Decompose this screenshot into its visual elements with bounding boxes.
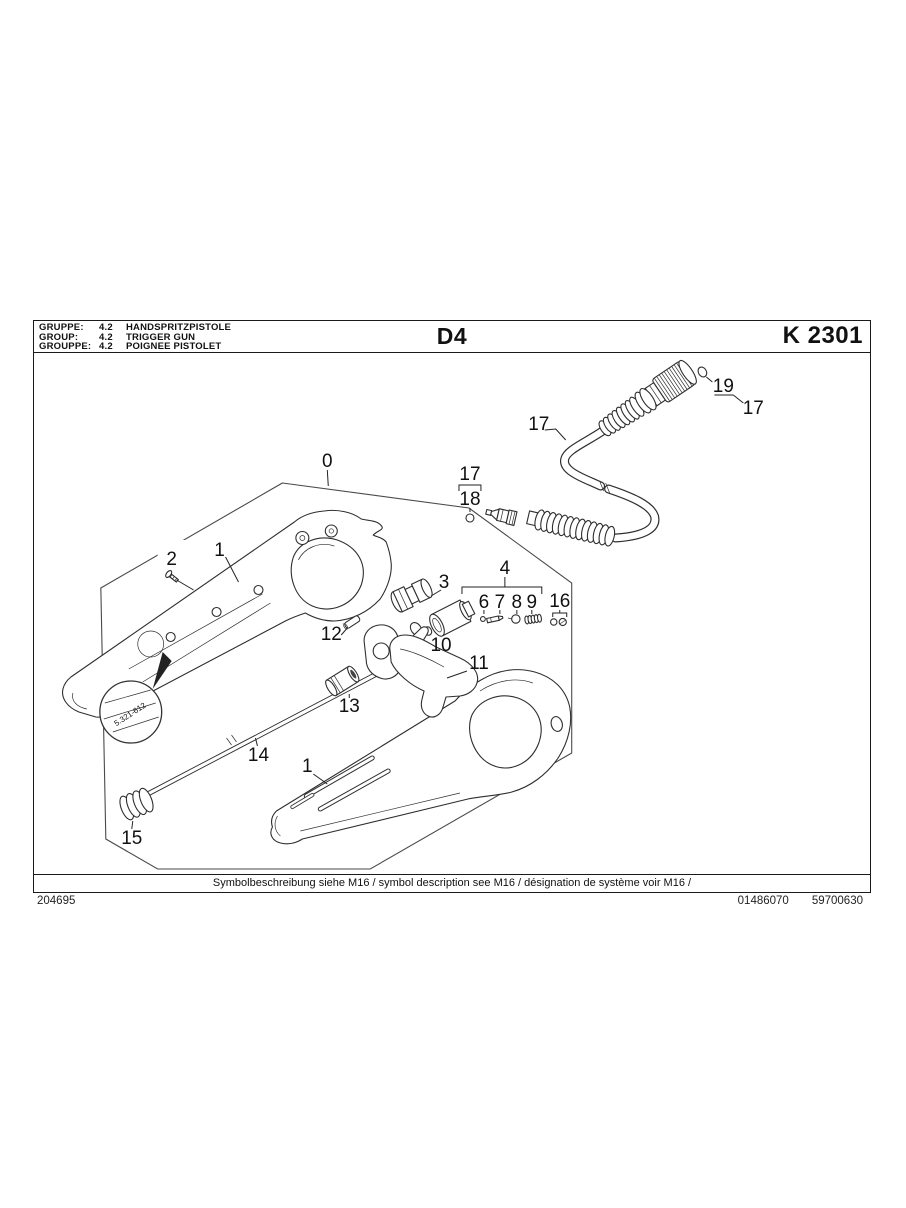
callout-labels: 0 1 2 3 4 6 7 8 9 16 10 11 12 13 14 1 15 [121, 376, 764, 849]
group-label-fr: GROUPPE: [39, 341, 92, 353]
callout-16: 16 [549, 591, 570, 612]
doc-number-left: 204695 [37, 895, 76, 907]
callout-15: 15 [121, 828, 142, 849]
hose-assembly [465, 359, 708, 547]
kit-16-parts [550, 617, 567, 627]
callout-1-lower: 1 [302, 756, 313, 777]
callout-10: 10 [430, 635, 451, 656]
group-name-fr: POIGNEE PISTOLET [126, 341, 222, 353]
callout-8: 8 [512, 592, 523, 613]
hose-guard-lower [526, 509, 616, 547]
callout-1-upper: 1 [214, 540, 225, 561]
needle-7 [486, 615, 504, 624]
callout-17-coupling: 17 [743, 398, 764, 419]
callout-6: 6 [479, 592, 490, 613]
group-code-de: 4.2 [99, 322, 113, 333]
bushing-13 [325, 665, 360, 697]
group-name-en: TRIGGER GUN [126, 331, 196, 343]
fitting-3 [390, 578, 433, 613]
sheet-frame: GRUPPE: 4.2 HANDSPRITZPISTOLE GROUP: 4.2… [33, 320, 871, 893]
sheet-code: D4 [436, 323, 468, 349]
group-label-en: GROUP: [39, 331, 79, 343]
callout-9: 9 [527, 592, 538, 613]
group-name-de: HANDSPRITZPISTOLE [126, 322, 232, 333]
callout-0: 0 [322, 451, 333, 472]
symbol-note: Symbolbeschreibung siehe M16 / symbol de… [34, 874, 870, 892]
header-band: GRUPPE: 4.2 HANDSPRITZPISTOLE GROUP: 4.2… [34, 321, 870, 353]
callout-18: 18 [459, 489, 480, 510]
diagram-area: 5.321-612 [34, 353, 870, 874]
callout-3: 3 [439, 572, 450, 593]
doc-numbers-right: 01486070 59700630 [738, 895, 863, 907]
model-code: K 2301 [782, 322, 863, 349]
doc-number-right-b: 59700630 [811, 895, 863, 907]
oring-6 [479, 616, 486, 622]
ball-8 [507, 614, 521, 624]
callout-17-hose-upper: 17 [528, 414, 549, 435]
detail-arrow [152, 652, 172, 689]
callout-19: 19 [713, 376, 734, 397]
spring-15 [119, 787, 154, 821]
lower-housing [270, 669, 572, 845]
coupling-connector [598, 359, 697, 437]
group-title-block: GRUPPE: 4.2 HANDSPRITZPISTOLE GROUP: 4.2… [39, 323, 231, 352]
spring-9 [524, 613, 542, 625]
screw [165, 570, 179, 583]
callout-13: 13 [339, 696, 360, 717]
callout-12: 12 [321, 624, 342, 645]
label-knockout [157, 540, 186, 568]
callout-2: 2 [166, 549, 177, 570]
hose-fitting [485, 508, 518, 526]
group-label-de: GRUPPE: [39, 322, 84, 333]
callout-leaders [131, 376, 744, 830]
callout-11: 11 [469, 653, 489, 674]
callout-17-hose-lower: 17 [459, 464, 480, 485]
exploded-diagram: 5.321-612 [62, 359, 764, 870]
group-code-en: 4.2 [99, 331, 113, 343]
valve-housing-4 [429, 599, 476, 637]
oring-18 [465, 513, 475, 523]
group-code-fr: 4.2 [99, 341, 113, 353]
upper-housing [62, 509, 392, 718]
detail-balloon: 5.321-612 [99, 680, 163, 744]
doc-number-right-a: 01486070 [737, 895, 789, 907]
oring-19 [697, 366, 708, 378]
pin-12 [343, 615, 361, 630]
trigger [389, 634, 479, 718]
callout-7: 7 [495, 592, 506, 613]
callout-4: 4 [500, 558, 511, 579]
callout-14: 14 [248, 745, 269, 766]
